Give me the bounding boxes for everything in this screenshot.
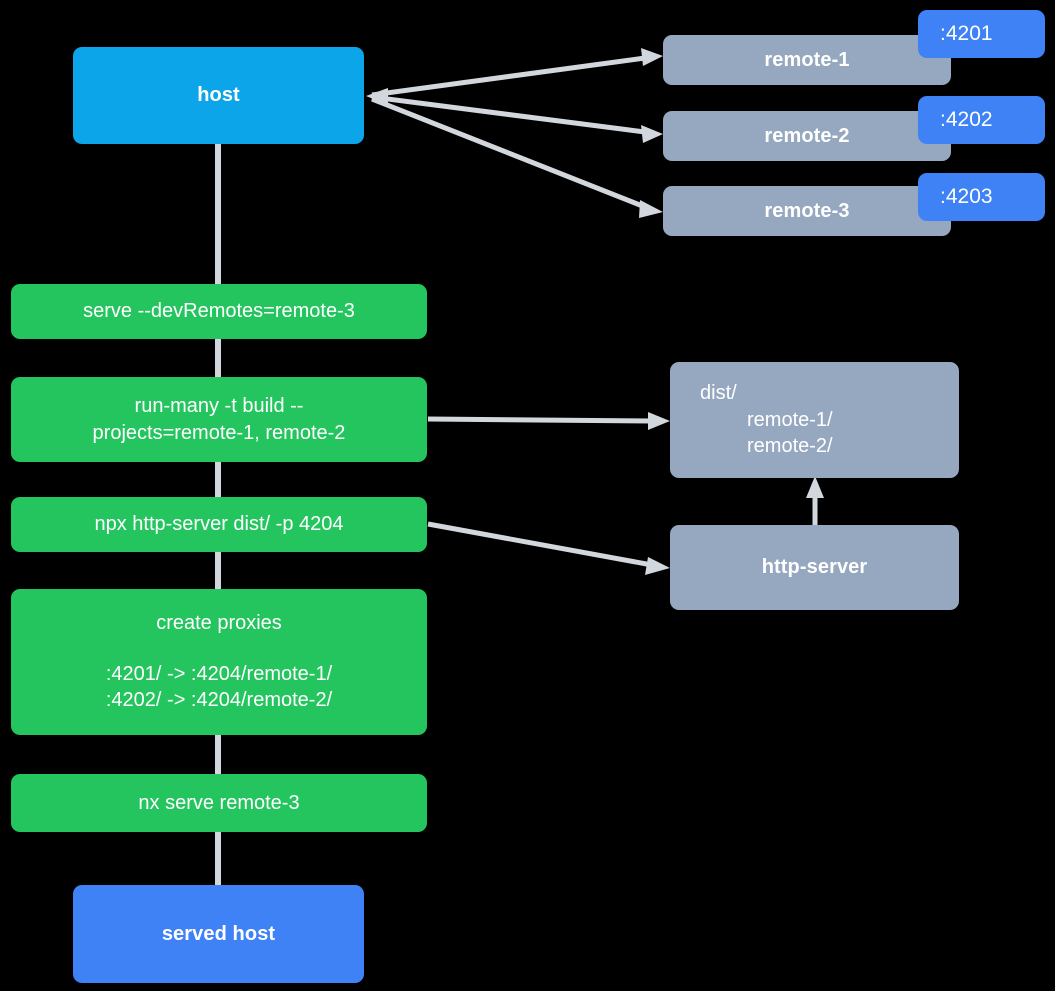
command-line: create proxies [156,611,282,634]
arrowhead-host-origin [366,88,388,105]
node-command-run-many-build[interactable]: run-many -t build -- projects=remote-1, … [11,377,427,462]
node-command-npx-http-server[interactable]: npx http-server dist/ -p 4204 [11,497,427,552]
command-line: npx http-server dist/ -p 4204 [94,513,344,536]
spine-serve-to-runmany [215,338,221,378]
arrowhead-remote-2 [641,125,663,143]
node-served-host-label: served host [161,922,276,945]
node-host[interactable]: host [73,47,364,144]
arrowhead-remote-1 [641,48,663,66]
arrowhead-dist [648,412,670,430]
edge-host-to-remote-1 [371,55,646,98]
command-line: :4202/ -> :4204/remote-2/ [105,689,333,712]
node-remote-2[interactable]: remote-2 [663,111,951,161]
arrowhead-dist-up [806,476,824,498]
arrowhead-httpserver [645,557,670,575]
node-http-server-label: http-server [761,556,868,579]
node-remote-3[interactable]: remote-3 [663,186,951,236]
badge-port-remote-3-label: :4203 [940,184,993,208]
node-remote-1-label: remote-1 [764,48,850,71]
badge-port-remote-1-label: :4201 [940,21,993,45]
node-served-host[interactable]: served host [73,885,364,983]
edge-runmany-to-dist [427,416,653,424]
node-host-label: host [197,84,240,107]
spine-npx-to-proxies [215,552,221,590]
command-line: serve --devRemotes=remote-3 [83,300,355,323]
edge-host-to-remote-3 [371,96,646,210]
node-remote-2-label: remote-2 [764,124,850,147]
command-line: nx serve remote-3 [138,791,300,814]
dist-line-remote-1: remote-1/ [747,408,833,431]
command-line: projects=remote-1, remote-2 [92,421,346,444]
dist-line-root: dist/ [700,381,737,404]
node-remote-3-label: remote-3 [764,199,850,222]
spine-proxies-to-nxserve [215,734,221,774]
arrowhead-remote-3 [639,200,663,218]
edge-npx-to-httpserver [427,521,653,568]
badge-port-remote-2[interactable]: :4202 [918,96,1045,144]
edge-host-to-remote-2 [371,94,646,135]
spine-nxserve-to-servedhost [215,832,221,886]
dist-line-remote-2: remote-2/ [747,435,833,458]
command-line: run-many -t build -- [134,394,304,417]
badge-port-remote-2-label: :4202 [940,107,993,131]
node-http-server[interactable]: http-server [670,525,959,610]
spine-runmany-to-npx [215,460,221,498]
badge-port-remote-1[interactable]: :4201 [918,10,1045,58]
node-command-nx-serve-remote-3[interactable]: nx serve remote-3 [11,774,427,832]
badge-port-remote-3[interactable]: :4203 [918,173,1045,221]
node-command-create-proxies[interactable]: create proxies :4201/ -> :4204/remote-1/… [11,589,427,735]
command-line: :4201/ -> :4204/remote-1/ [105,662,333,685]
node-remote-1[interactable]: remote-1 [663,35,951,85]
node-command-serve-devremotes[interactable]: serve --devRemotes=remote-3 [11,284,427,339]
spine-host-to-serve [215,140,221,285]
node-dist-folder[interactable]: dist/ remote-1/ remote-2/ [670,362,959,478]
